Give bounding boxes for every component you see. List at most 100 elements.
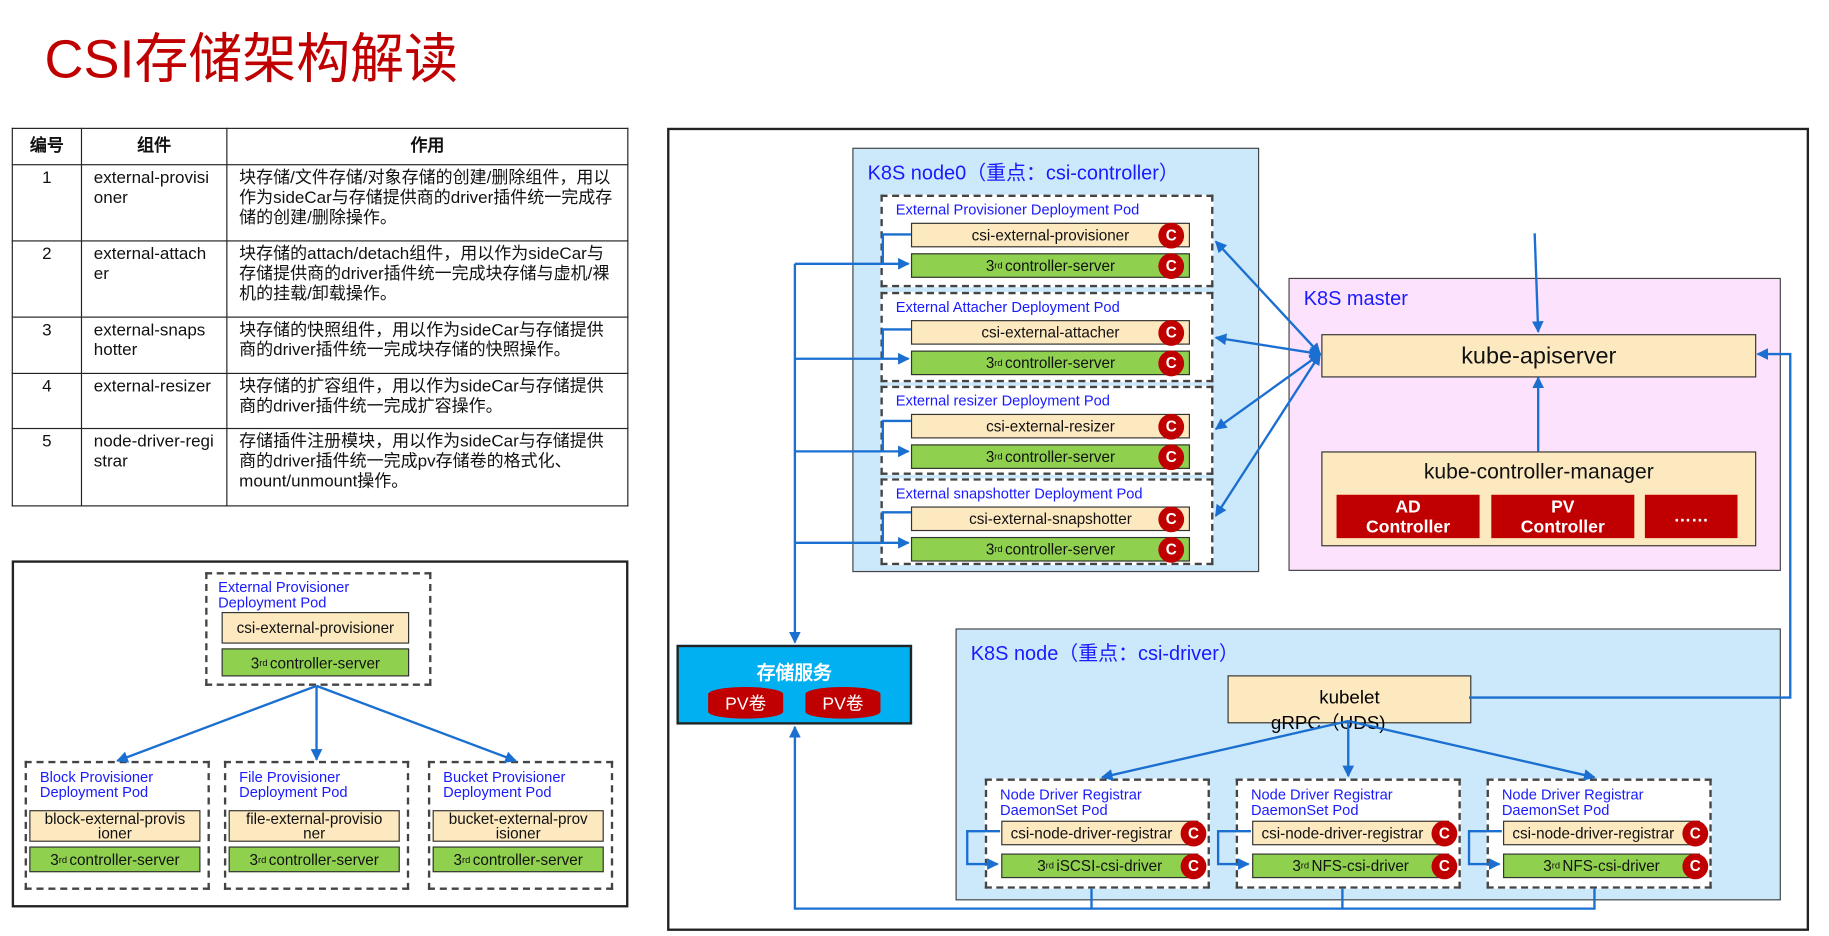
controller-deployment-pod: External Provisioner Deployment Pod csi-e… [880,194,1214,288]
container-icon: C [1431,852,1458,879]
server-ordinal-suffix: rd [258,854,267,865]
container-icon: C [1180,820,1207,846]
kube-apiserver[interactable]: kube-apiserver [1321,334,1757,378]
row-function: 块存储的扩容组件，用以作为sideCar与存储提供商的driver插件统一完成扩… [226,372,629,430]
server-name: controller-server [1005,354,1116,372]
sidecar-name: csi-external-provisioner [971,225,1130,244]
sidecar-name: csi-external-snapshotter [969,509,1132,527]
server-ordinal: 3 [1543,857,1552,875]
pv-volume-1[interactable]: PV卷 [708,687,784,719]
server-name: controller-server [1005,447,1116,466]
pv-controller[interactable]: PV Controller [1491,494,1635,539]
node-driver-registrar[interactable]: csi-node-driver-registrar C [1252,820,1458,846]
container-icon: C [1158,349,1185,376]
kube-controller-manager[interactable]: kube-controller-manager AD Controller PV… [1321,451,1757,547]
storage-title: 存储服务 [756,663,832,684]
header-number: 编号 [11,127,83,166]
server-ordinal: 3 [985,540,995,559]
pod-label: Node Driver Registrar DaemonSet Pod [1501,786,1644,819]
controller-deployment-pod: External Attacher Deployment Pod csi-exte… [880,291,1214,383]
server-ordinal-suffix: rd [994,357,1003,369]
storage-service[interactable]: 存储服务 PV卷 PV卷 [676,644,913,725]
row-number: 1 [11,164,83,242]
row-component: external-attacher [80,240,228,318]
server-ordinal-suffix: rd [1045,860,1055,872]
master-title: K8S master [1303,287,1408,310]
server-ordinal: 3 [1292,857,1301,875]
pod-label: Node Driver Registrar DaemonSet Pod [1000,786,1142,819]
controller-deployment-pod: External resizer Deployment Pod csi-exter… [880,385,1214,475]
provisioner-sidecar[interactable]: block-external-provisioner [29,810,201,842]
pod-label: Block Provisioner Deployment Pod [39,769,154,801]
pod-label: Bucket Provisioner Deployment Pod [443,769,566,801]
pv-volume-2[interactable]: PV卷 [805,687,881,719]
provisioner-pod: Bucket Provisioner Deployment Pod bucket-… [427,760,614,890]
server-ordinal-suffix: rd [58,854,68,865]
sidecar-name: csi-external-resizer [986,416,1115,435]
pod-label: Node Driver Registrar DaemonSet Pod [1250,786,1393,819]
row-number: 3 [11,316,83,374]
csi-external-provisioner[interactable]: csi-external-provisioner [221,611,410,644]
controller-sidecar[interactable]: csi-external-snapshotter C [910,505,1190,532]
container-icon: C [1158,505,1185,532]
row-function: 存储插件注册模块，用以作为sideCar与存储提供商的driver插件统一完成p… [226,427,629,507]
row-component: external-provisioner [80,164,228,242]
ad-controller[interactable]: AD Controller [1336,494,1480,539]
row-component: external-snapshotter [80,316,228,374]
server-name: NFS-csi-driver [1311,857,1409,875]
provisioner-pod: Block Provisioner Deployment Pod block-ex… [24,760,210,890]
pod-label: File Provisioner Deployment Pod [239,769,348,801]
controller-sidecar[interactable]: csi-external-resizer C [910,413,1190,440]
sidecar-name: csi-node-driver-registrar [1261,823,1424,842]
container-icon: C [1158,413,1185,440]
container-icon: C [1431,820,1458,846]
server-name: controller-server [268,850,379,869]
pod-label: External Attacher Deployment Pod [895,298,1120,316]
server-ordinal-suffix: rd [1300,860,1310,872]
row-number: 2 [11,240,83,318]
provisioner-sidecar[interactable]: file-external-provisioner [228,810,400,842]
more-controllers[interactable]: …… [1644,494,1738,539]
server-name: controller-server [472,850,583,869]
provisioner-sidecar[interactable]: bucket-external-provisioner [432,810,604,842]
header-function: 作用 [226,127,629,166]
server-ordinal: 3 [985,447,995,466]
kubelet-label: kubelet [1319,688,1380,709]
sidecar-name: csi-external-attacher [981,322,1120,341]
row-component: external-resizer [80,372,228,430]
page-title: CSI存储架构解读 [44,28,459,90]
kubelet[interactable]: kubelet gRPC（UDS) [1227,675,1472,734]
node0-title: K8S node0（重点：csi-controller） [867,161,1179,185]
server-name: controller-server [269,653,381,672]
pod-label: External resizer Deployment Pod [895,392,1110,410]
row-function: 块存储的attach/detach组件，用以作为sideCar与存储提供商的dr… [226,240,629,318]
server-ordinal: 3 [249,850,259,869]
pod-label: External Provisioner Deployment Pod [895,201,1140,219]
header-component: 组件 [80,127,228,166]
